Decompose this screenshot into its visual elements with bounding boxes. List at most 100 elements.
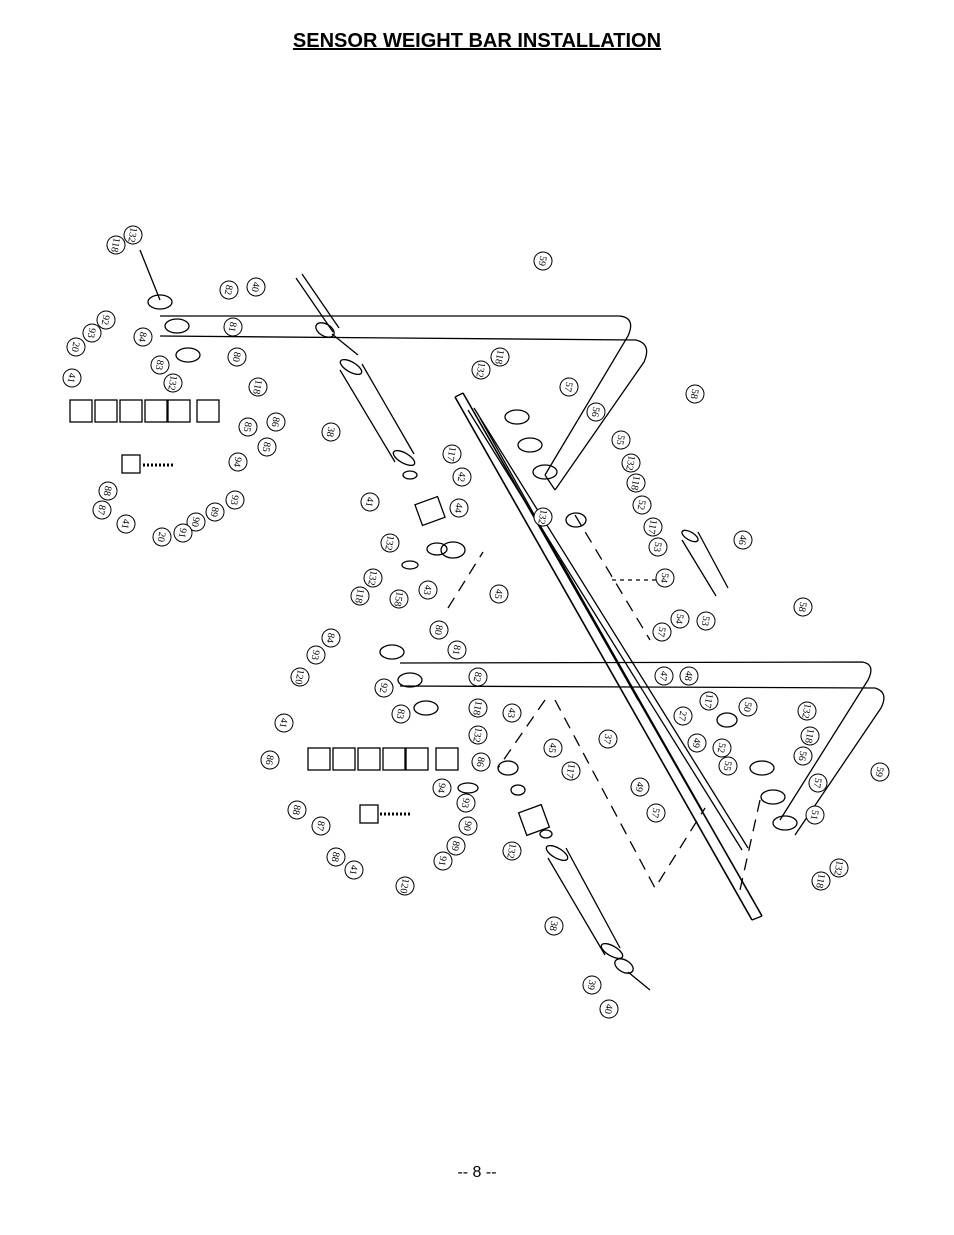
callout-label: 80: [230, 351, 243, 363]
callout-label: 93: [459, 797, 472, 809]
callout-label: 58: [688, 388, 701, 400]
callout-39: 39: [582, 975, 602, 995]
callout-label: 40: [249, 281, 262, 293]
callout-118: 118: [800, 726, 820, 746]
callout-label: 46: [736, 534, 749, 546]
callout-label: 87: [314, 820, 327, 832]
callout-label: 117: [444, 446, 457, 462]
callout-41: 41: [62, 368, 82, 388]
callout-label: 58: [796, 601, 809, 613]
callout-83: 83: [150, 355, 170, 375]
callout-93: 93: [306, 645, 326, 665]
callout-label: 51: [808, 809, 821, 821]
callout-132: 132: [621, 453, 641, 473]
callout-94: 94: [432, 778, 452, 798]
callout-88: 88: [326, 847, 346, 867]
callout-label: 118: [813, 873, 826, 889]
callout-118: 118: [106, 235, 126, 255]
callout-58: 58: [685, 384, 705, 404]
callout-81: 81: [223, 317, 243, 337]
callout-label: 86: [269, 416, 282, 428]
page-number: -- 8 --: [457, 1164, 497, 1181]
lower-tube: [547, 857, 606, 956]
callout-label: 38: [324, 426, 337, 438]
callout-label: 59: [536, 255, 549, 267]
callout-56: 56: [793, 746, 813, 766]
callout-label: 93: [228, 494, 241, 506]
callout-83: 83: [391, 704, 411, 724]
callout-label: 88: [290, 804, 303, 816]
callout-82: 82: [219, 280, 239, 300]
callout-label: 41: [119, 518, 132, 530]
callout-label: 132: [165, 374, 178, 391]
callout-label: 91: [436, 855, 449, 867]
callout-57: 57: [646, 803, 666, 823]
callout-label: 83: [153, 359, 166, 371]
callout-88: 88: [98, 481, 118, 501]
callout-38: 38: [544, 916, 564, 936]
callout-label: 118: [470, 700, 483, 716]
callout-20: 20: [152, 527, 172, 547]
callout-50: 50: [738, 697, 758, 717]
callout-92: 92: [374, 678, 394, 698]
callout-40: 40: [246, 277, 266, 297]
callout-label: 89: [449, 840, 462, 852]
callout-80: 80: [429, 620, 449, 640]
callout-label: 120: [397, 877, 410, 894]
callout-label: 85: [260, 441, 273, 453]
callout-91: 91: [433, 851, 453, 871]
callout-label: 132: [365, 569, 378, 586]
callout-label: 118: [352, 588, 365, 604]
callout-label: 84: [324, 632, 337, 644]
callout-label: 44: [452, 502, 465, 514]
callout-87: 87: [311, 816, 331, 836]
callout-27: 27: [673, 706, 693, 726]
callout-label: 54: [658, 572, 671, 584]
callout-label: 45: [492, 588, 505, 600]
callout-45: 45: [543, 738, 563, 758]
callout-132: 132: [471, 360, 491, 380]
callout-label: 43: [421, 584, 434, 596]
callout-label: 117: [701, 693, 714, 709]
callout-label: 84: [136, 331, 149, 343]
callout-93: 93: [82, 323, 102, 343]
callout-55: 55: [611, 430, 631, 450]
callout-52: 52: [632, 495, 652, 515]
callout-86: 86: [260, 750, 280, 770]
callout-label: 37: [601, 733, 614, 745]
callout-label: 41: [363, 496, 376, 508]
callout-88: 88: [287, 800, 307, 820]
callout-label: 88: [101, 485, 114, 497]
callout-label: 83: [394, 708, 407, 720]
callout-label: 94: [231, 456, 244, 468]
callout-117: 117: [442, 444, 462, 464]
callout-55: 55: [718, 756, 738, 776]
callout-label: 93: [309, 649, 322, 661]
callout-57: 57: [559, 377, 579, 397]
callout-label: 117: [645, 519, 658, 535]
callout-59: 59: [533, 251, 553, 271]
callout-132: 132: [163, 373, 183, 393]
callout-90: 90: [186, 512, 206, 532]
callout-118: 118: [350, 586, 370, 606]
callout-43: 43: [418, 580, 438, 600]
callout-label: 81: [450, 644, 463, 656]
callout-label: 52: [635, 499, 648, 511]
callout-86: 86: [266, 412, 286, 432]
callout-label: 57: [655, 626, 668, 638]
callout-41: 41: [116, 514, 136, 534]
callout-85: 85: [238, 417, 258, 437]
callout-label: 118: [628, 475, 641, 491]
callout-41: 41: [344, 860, 364, 880]
callout-label: 132: [831, 859, 844, 876]
callout-label: 132: [504, 842, 517, 859]
callout-86: 86: [471, 752, 491, 772]
callout-43: 43: [502, 703, 522, 723]
callout-118: 118: [248, 377, 268, 397]
callout-label: 132: [799, 702, 812, 719]
callout-label: 82: [471, 671, 484, 683]
upper-tube: [339, 369, 396, 463]
callout-87: 87: [92, 500, 112, 520]
callout-132: 132: [502, 841, 522, 861]
